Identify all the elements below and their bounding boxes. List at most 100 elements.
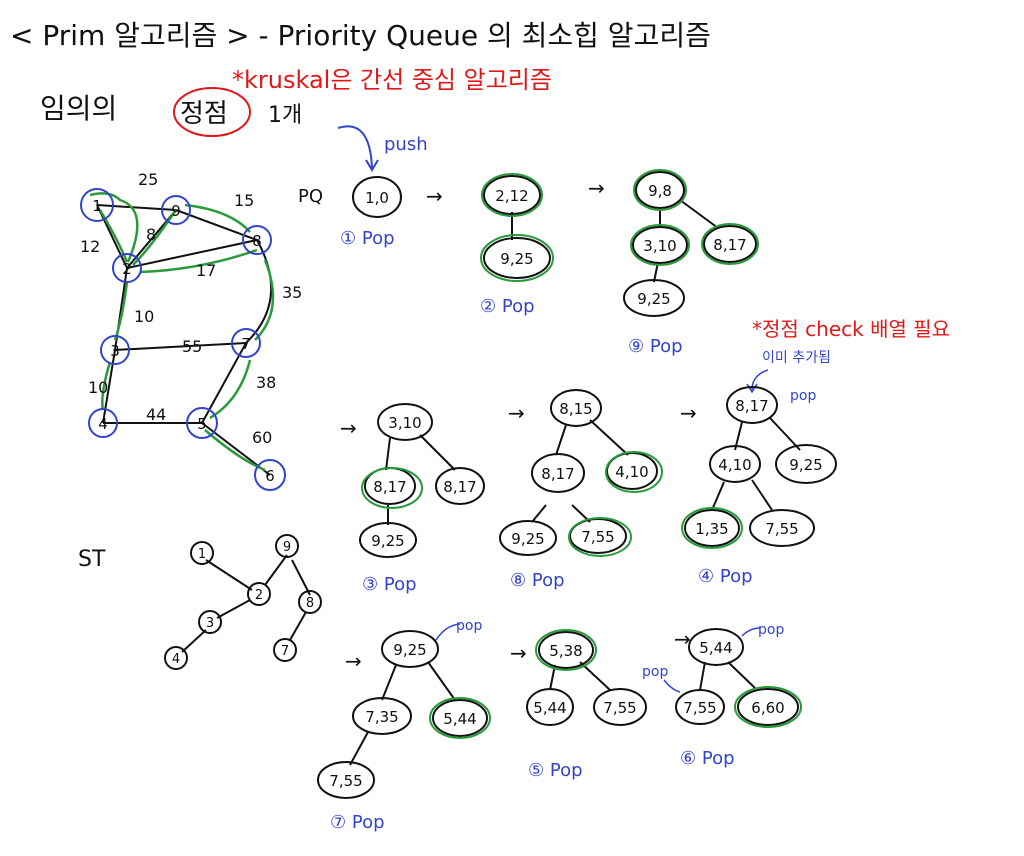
heap-node: 3,10 — [643, 237, 676, 255]
heap-node: 4,10 — [718, 456, 751, 474]
heap-node: 6,60 — [751, 699, 784, 717]
heap-node: 4,10 — [615, 463, 648, 481]
arrow: → — [426, 184, 443, 208]
heap-node: 7,55 — [683, 699, 716, 717]
heap-step-6: 8,17 4,10 9,25 1,35 7,55 ④ Pop — [681, 386, 837, 587]
already-added-pop: pop — [790, 388, 816, 404]
heap-node: 5,44 — [699, 639, 732, 657]
heap-node: 5,44 — [443, 710, 476, 728]
step-caption: ⑨ Pop — [628, 336, 683, 357]
spanning-tree: ST 1 9 2 8 3 7 4 — [78, 534, 322, 670]
step-caption: ④ Pop — [698, 566, 753, 587]
step-caption: ③ Pop — [362, 574, 417, 595]
heap-node: 9,25 — [393, 641, 426, 659]
graph-node-9: 9 — [171, 202, 181, 220]
heap-node: 3,10 — [388, 414, 421, 432]
pop-arrow-label: pop — [758, 622, 784, 638]
already-added-note: 이미 추가됨 — [762, 350, 831, 366]
vertex-word: 정점 — [180, 99, 228, 129]
edge-weight: 35 — [282, 283, 302, 302]
heap-step-7: 9,25 7,35 5,44 7,55 pop ⑦ Pop — [317, 618, 491, 833]
heap-step-1: 1,0 ① Pop — [340, 176, 402, 249]
pq-label: PQ — [298, 186, 323, 207]
arrow: → — [340, 416, 357, 440]
heap-node: 8,15 — [559, 400, 592, 418]
heap-node: 9,25 — [789, 456, 822, 474]
edge-weight: 44 — [146, 405, 166, 424]
pop-side-label: pop — [642, 664, 668, 680]
heap-node: 9,25 — [637, 290, 670, 308]
one-count: 1개 — [268, 103, 302, 128]
heap-node: 8,17 — [443, 478, 476, 496]
push-arrow — [337, 125, 373, 169]
edge-weight: 17 — [196, 261, 216, 280]
heap-node: 9,25 — [371, 532, 404, 550]
heap-node: 8,17 — [735, 397, 768, 415]
st-node: 7 — [281, 644, 289, 659]
graph-node-7: 7 — [241, 335, 251, 353]
edge-weight: 60 — [252, 428, 272, 447]
heap-node: 5,44 — [533, 699, 566, 717]
st-node: 3 — [206, 616, 214, 631]
edge-weight: 15 — [234, 191, 254, 210]
heap-node: 8,17 — [541, 465, 574, 483]
edge-weight: 8 — [146, 225, 156, 244]
arrow: → — [680, 401, 697, 425]
st-node: 4 — [172, 652, 180, 667]
graph-node-2: 2 — [122, 260, 132, 278]
st-node: 8 — [306, 596, 314, 611]
arrow: → — [674, 627, 691, 651]
heap-node: 9,25 — [500, 250, 533, 268]
heap-step-4: 3,10 8,17 8,17 9,25 ③ Pop — [359, 403, 485, 595]
arrow: → — [345, 649, 362, 673]
arbitrary-text: 임의의 — [40, 92, 117, 125]
heap-node: 1,35 — [695, 520, 728, 538]
step-caption: ⑤ Pop — [528, 760, 583, 781]
heap-node: 7,35 — [365, 708, 398, 726]
edge-weight: 25 — [138, 170, 158, 189]
edge-weight: 10 — [88, 378, 108, 397]
st-node: 1 — [198, 547, 206, 562]
graph: 1 9 8 2 3 7 4 5 6 25 15 12 8 17 35 10 55… — [80, 170, 302, 491]
kruskal-note: *kruskal은 간선 중심 알고리즘 — [232, 66, 552, 94]
heap-node: 7,55 — [329, 772, 362, 790]
edge-weight: 12 — [80, 237, 100, 256]
st-label: ST — [78, 547, 106, 572]
st-node: 2 — [255, 588, 263, 603]
heap-node: 8,17 — [373, 478, 406, 496]
graph-node-4: 4 — [98, 415, 108, 433]
step-caption: ⑧ Pop — [510, 570, 565, 591]
graph-node-5: 5 — [197, 415, 207, 433]
heap-node: 7,55 — [603, 699, 636, 717]
edge-weight: 55 — [182, 337, 202, 356]
graph-node-6: 6 — [265, 467, 275, 485]
heap-step-9: 5,44 7,55 6,60 pop pop ⑥ Pop — [642, 622, 802, 769]
edge-weight: 38 — [256, 373, 276, 392]
heap-node: 5,38 — [549, 642, 582, 660]
heap-node: 7,55 — [581, 528, 614, 546]
edge-weight: 10 — [134, 307, 154, 326]
heap-node: 7,55 — [765, 520, 798, 538]
heap-node: 2,12 — [495, 187, 528, 205]
graph-node-1: 1 — [92, 197, 102, 215]
push-label: push — [384, 134, 428, 155]
arrow: → — [588, 176, 605, 200]
arrow: → — [510, 641, 527, 665]
heap-node: 8,17 — [713, 236, 746, 254]
arrow: → — [508, 401, 525, 425]
graph-node-3: 3 — [110, 342, 120, 360]
step-caption: ⑥ Pop — [680, 748, 735, 769]
step-caption: ① Pop — [340, 228, 395, 249]
heap-node: 1,0 — [365, 189, 389, 207]
heap-node: 9,25 — [511, 530, 544, 548]
pop-arrow-label: pop — [456, 618, 482, 634]
graph-node-8: 8 — [252, 232, 262, 250]
step-caption: ⑦ Pop — [330, 812, 385, 833]
vertex-circle-mark — [173, 87, 251, 137]
title-text: < Prim 알고리즘 > - Priority Queue 의 최소힙 알고리… — [10, 19, 711, 52]
step-caption: ② Pop — [480, 296, 535, 317]
heap-step-5: 8,15 8,17 4,10 9,25 7,55 ⑧ Pop — [499, 389, 663, 591]
check-note: *정점 check 배열 필요 — [752, 317, 950, 341]
